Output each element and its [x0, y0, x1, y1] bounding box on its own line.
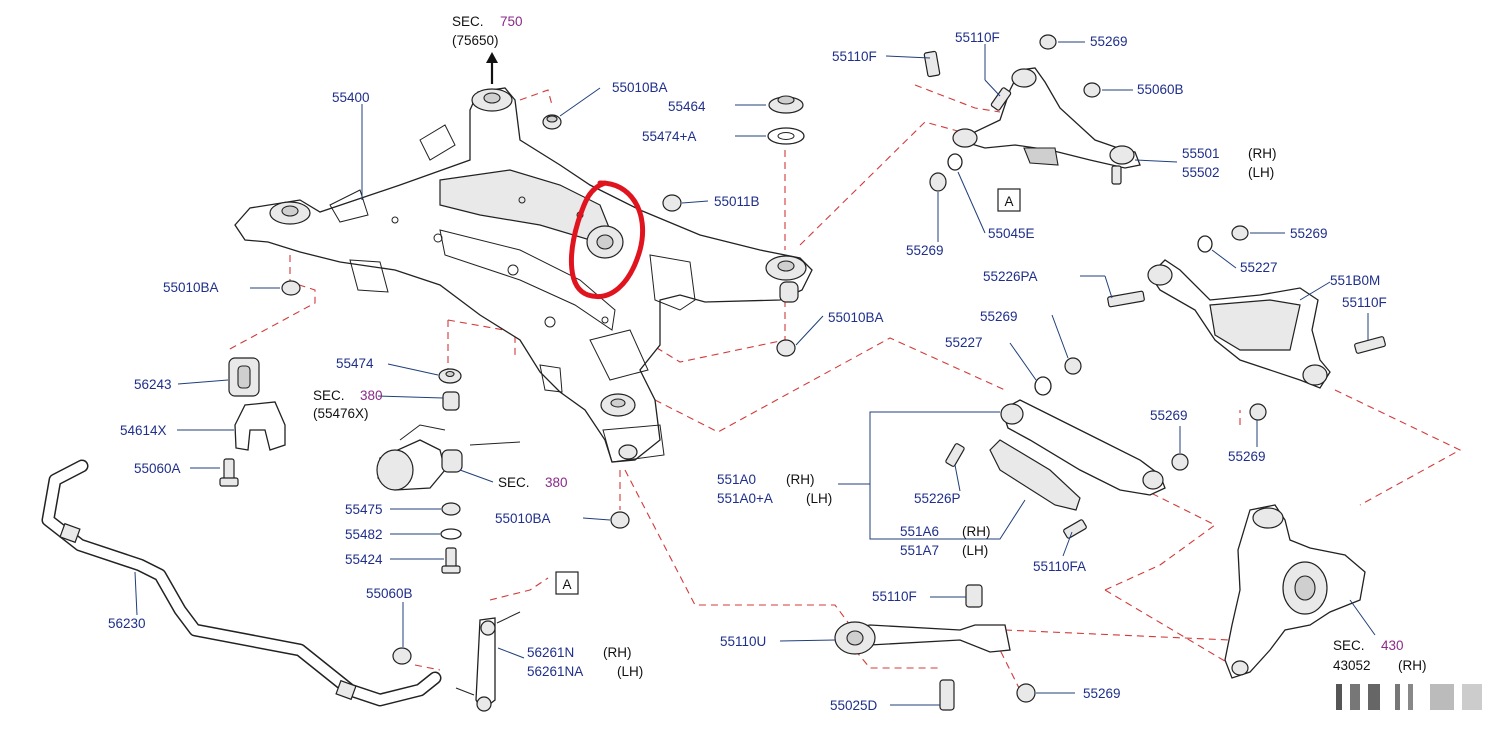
sec-750-title: SEC.	[452, 14, 484, 29]
label-551a0-a-side: (LH)	[806, 491, 832, 506]
label-55269-r2: 55269	[1228, 449, 1266, 464]
label-56261n-side: (RH)	[603, 645, 632, 660]
label-43052: 43052	[1333, 658, 1371, 673]
label-55010ba-top: 55010BA	[612, 80, 668, 95]
label-55227-right: 55227	[1240, 260, 1278, 275]
sec-430-title: SEC.	[1333, 638, 1365, 653]
label-55010ba-left: 55010BA	[163, 280, 219, 295]
label-551a6-side: (RH)	[962, 524, 991, 539]
label-551a7: 551A7	[900, 543, 939, 558]
ref-a-top-label: A	[1004, 194, 1013, 209]
cropped-edge-glyphs	[1336, 684, 1482, 710]
label-55464: 55464	[668, 99, 706, 114]
sec-430-number: 430	[1381, 638, 1404, 653]
sec-380b-title: SEC.	[498, 475, 530, 490]
reference-box-a-bottom: A	[555, 571, 579, 595]
label-55227-center: 55227	[945, 335, 983, 350]
toe-link-assembly	[834, 584, 1036, 711]
label-551a0-side: (RH)	[786, 472, 815, 487]
label-55269-mid: 55269	[906, 243, 944, 258]
label-55025d: 55025D	[830, 698, 878, 713]
label-55110f-top2: 55110F	[955, 30, 1000, 45]
label-551a0-a: 551A0+A	[717, 491, 773, 506]
label-551a0: 551A0	[717, 472, 756, 487]
subframe-assembly	[234, 87, 813, 463]
label-55501-side: (RH)	[1248, 146, 1277, 161]
stabilizer-bar	[41, 459, 442, 707]
label-55060b-top: 55060B	[1137, 82, 1184, 97]
label-55269-r1: 55269	[1290, 226, 1328, 241]
label-56230: 56230	[108, 616, 146, 631]
label-55269-bottom: 55269	[1083, 686, 1121, 701]
label-55400: 55400	[332, 90, 370, 105]
sec-750-number: 750	[500, 14, 523, 29]
label-55110f-right: 55110F	[1342, 295, 1387, 310]
label-55060a: 55060A	[134, 461, 181, 476]
label-55502: 55502	[1182, 165, 1220, 180]
knuckle-assembly	[1224, 504, 1366, 679]
label-55110u: 55110U	[720, 634, 766, 649]
label-55110f-bottom: 55110F	[872, 589, 917, 604]
label-55010ba-right: 55010BA	[828, 310, 884, 325]
label-56261na: 56261NA	[527, 664, 583, 679]
label-55269-c1: 55269	[980, 309, 1018, 324]
reference-box-a-top: A	[997, 188, 1021, 212]
label-55226pa: 55226PA	[983, 269, 1038, 284]
label-56261n: 56261N	[527, 645, 574, 660]
sec-380a-sub: (55476X)	[313, 406, 369, 421]
label-551a6: 551A6	[900, 524, 939, 539]
label-55474-a: 55474+A	[642, 129, 696, 144]
part-labels: SEC. 750 (75650) 55400 55010BA 55464 554…	[108, 14, 1497, 742]
label-551b0m: 551B0M	[1330, 273, 1380, 288]
sec-380b-number: 380	[545, 475, 568, 490]
label-55501: 55501	[1182, 146, 1220, 161]
label-55011b: 55011B	[714, 194, 760, 209]
leader-lines	[134, 41, 1376, 706]
label-55010ba-bottom: 55010BA	[495, 511, 551, 526]
hardware-parts	[219, 95, 805, 712]
label-55502-side: (LH)	[1248, 165, 1274, 180]
lateral-link-assembly	[945, 357, 1189, 539]
label-55226p: 55226P	[914, 491, 961, 506]
label-56261na-side: (LH)	[617, 664, 643, 679]
up-arrow-icon	[486, 52, 498, 84]
label-551a7-side: (LH)	[962, 543, 988, 558]
label-56243: 56243	[134, 377, 172, 392]
label-55045e: 55045E	[988, 226, 1035, 241]
lower-arm-assembly	[1107, 225, 1386, 421]
label-43052-side: (RH)	[1398, 658, 1427, 673]
sec-750-sub: (75650)	[452, 33, 499, 48]
label-55110f-top: 55110F	[832, 49, 877, 64]
label-55269-top: 55269	[1090, 34, 1128, 49]
sec-380a-number: 380	[360, 388, 383, 403]
highlight-circle	[568, 180, 646, 299]
label-55269-c2: 55269	[1150, 408, 1188, 423]
label-55424: 55424	[345, 552, 383, 567]
label-54614x: 54614X	[120, 423, 167, 438]
label-55482: 55482	[345, 527, 383, 542]
label-55060b: 55060B	[366, 586, 413, 601]
sec-380a-title: SEC.	[313, 388, 345, 403]
label-55110fa: 55110FA	[1033, 559, 1086, 574]
label-55474: 55474	[336, 356, 374, 371]
ref-a-bottom-label: A	[562, 577, 571, 592]
label-55475: 55475	[345, 502, 383, 517]
upper-link-assembly	[923, 34, 1141, 192]
